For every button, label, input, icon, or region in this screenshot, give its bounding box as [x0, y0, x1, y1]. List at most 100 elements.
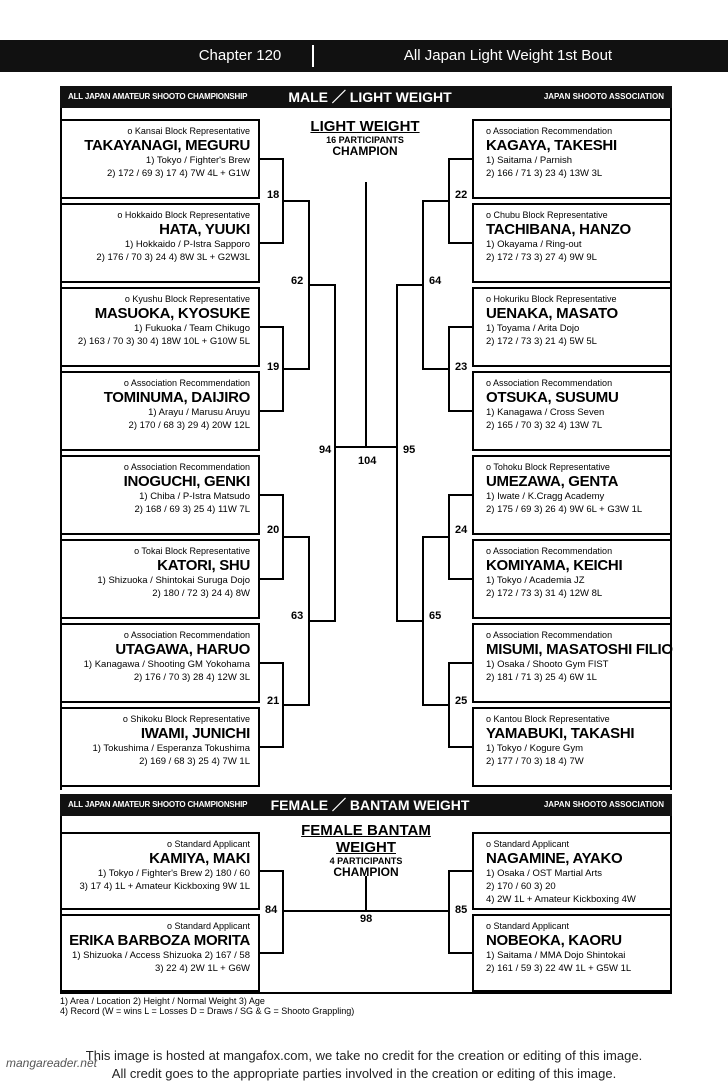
- fighter-location: 1) Tokushima / Esperanza Tokushima: [92, 743, 250, 754]
- fighter-affiliation: o Chubu Block Representative: [486, 210, 608, 220]
- fighter-name: KATORI, SHU: [157, 557, 250, 574]
- fighter-name: ERIKA BARBOZA MORITA: [69, 932, 250, 949]
- bout-number: 64: [428, 275, 443, 288]
- legend-line-2: 4) Record (W = wins L = Losses D = Draws…: [60, 1006, 355, 1016]
- fighter-location: 1) Chiba / P-Istra Matsudo: [139, 491, 250, 502]
- fighter-name: UENAKA, MASATO: [486, 305, 618, 322]
- fighter-affiliation: o Hokkaido Block Representative: [117, 210, 250, 220]
- fighter-location: 1) Shizuoka / Shintokai Suruga Dojo: [97, 575, 250, 586]
- bout-number: 85: [454, 904, 469, 917]
- fighter-box-right-1: o Association Recommendation KAGAYA, TAK…: [472, 119, 672, 199]
- fighter-box-left-3: o Kyushu Block Representative MASUOKA, K…: [60, 287, 260, 367]
- bout-number-final: 104: [357, 455, 378, 468]
- fighter-location: 1) Arayu / Marusu Aruyu: [148, 407, 250, 418]
- female-weight-title-block: FEMALE BANTAM WEIGHT 4 PARTICIPANTS CHAM…: [276, 822, 456, 879]
- male-champion-label: CHAMPION: [332, 144, 398, 158]
- bout-number: 20: [266, 524, 281, 537]
- fighter-box-female-left-2: o Standard Applicant ERIKA BARBOZA MORIT…: [60, 914, 260, 992]
- fighter-stats: 2) 172 / 73 3) 21 4) 5W 5L: [486, 336, 597, 347]
- chapter-title: All Japan Light Weight 1st Bout: [403, 47, 613, 64]
- fighter-stats: 2) 166 / 71 3) 23 4) 13W 3L: [486, 168, 603, 179]
- bout-number: 62: [290, 275, 305, 288]
- fighter-location: 1) Tokyo / Fighter's Brew: [145, 155, 250, 166]
- fighter-box-female-left-1: o Standard Applicant KAMIYA, MAKI 1) Tok…: [60, 832, 260, 910]
- fighter-name: TOMINUMA, DAIJIRO: [103, 389, 251, 406]
- fighter-stats: 3) 22 4) 2W 1L + G6W: [155, 963, 250, 974]
- chapter-label: Chapter 120: [198, 47, 282, 64]
- fighter-name: MASUOKA, KYOSUKE: [94, 305, 251, 322]
- bout-number: 63: [290, 610, 305, 623]
- fighter-stats: 2) 172 / 73 3) 31 4) 12W 8L: [486, 588, 603, 599]
- fighter-affiliation: o Association Recommendation: [486, 378, 613, 388]
- credit-line-2: All credit goes to the appropriate parti…: [111, 1066, 617, 1081]
- fighter-location: 1) Fukuoka / Team Chikugo: [134, 323, 250, 334]
- fighter-name: TAKAYANAGI, MEGURU: [84, 137, 250, 154]
- male-champion-line: [365, 182, 367, 448]
- fighter-location: 1) Hokkaido / P-Istra Sapporo: [124, 239, 250, 250]
- fighter-stats: 2) 176 / 70 3) 28 4) 12W 3L: [133, 672, 250, 683]
- fighter-stats: 2) 163 / 70 3) 30 4) 18W 10L + G10W 5L: [77, 336, 250, 347]
- fighter-stats: 2) 161 / 59 3) 22 4W 1L + G5W 1L: [486, 963, 632, 974]
- fighter-affiliation: o Hokuriku Block Representative: [486, 294, 617, 304]
- site-logo[interactable]: mangareader.net: [6, 1056, 97, 1070]
- fighter-stats: 3) 17 4) 1L + Amateur Kickboxing 9W 1L: [79, 881, 250, 892]
- bout-number: 24: [454, 524, 469, 537]
- fighter-stats: 2) 177 / 70 3) 18 4) 7W: [486, 756, 584, 767]
- fighter-box-right-5: o Tohoku Block Representative UMEZAWA, G…: [472, 455, 672, 535]
- male-bar-right: JAPAN SHOOTO ASSOCIATION: [543, 92, 664, 101]
- fighter-name: KAGAYA, TAKESHI: [486, 137, 617, 154]
- bout-number: 84: [264, 904, 279, 917]
- fighter-box-right-4: o Association Recommendation OTSUKA, SUS…: [472, 371, 672, 451]
- fighter-affiliation: o Kyushu Block Representative: [124, 294, 250, 304]
- fighter-name: NOBEOKA, KAORU: [486, 932, 622, 949]
- fighter-affiliation: o Standard Applicant: [166, 921, 250, 931]
- fighter-box-right-8: o Kantou Block Representative YAMABUKI, …: [472, 707, 672, 787]
- fighter-box-left-2: o Hokkaido Block Representative HATA, YU…: [60, 203, 260, 283]
- female-bar-center: FEMALE ／ BANTAM WEIGHT （-56KG）: [270, 797, 470, 835]
- bout-number-final: 98: [359, 913, 374, 926]
- fighter-name: KAMIYA, MAKI: [149, 850, 250, 867]
- fighter-affiliation: o Shikoku Block Representative: [122, 714, 250, 724]
- fighter-box-female-right-2: o Standard Applicant NOBEOKA, KAORU 1) S…: [472, 914, 672, 992]
- fighter-box-right-2: o Chubu Block Representative TACHIBANA, …: [472, 203, 672, 283]
- fighter-name: UMEZAWA, GENTA: [486, 473, 619, 490]
- fighter-location: 1) Okayama / Ring-out: [486, 239, 582, 250]
- fighter-box-right-6: o Association Recommendation KOMIYAMA, K…: [472, 539, 672, 619]
- fighter-stats: 2) 180 / 72 3) 24 4) 8W: [152, 588, 250, 599]
- fighter-box-female-right-1: o Standard Applicant NAGAMINE, AYAKO 1) …: [472, 832, 672, 910]
- fighter-name: KOMIYAMA, KEICHI: [486, 557, 623, 574]
- fighter-stats: 2) 165 / 70 3) 32 4) 13W 7L: [486, 420, 603, 431]
- fighter-box-left-1: o Kansai Block Representative TAKAYANAGI…: [60, 119, 260, 199]
- fighter-name: TACHIBANA, HANZO: [486, 221, 631, 238]
- bout-number: 65: [428, 610, 443, 623]
- fighter-affiliation: o Standard Applicant: [486, 921, 570, 931]
- male-bar-left: ALL JAPAN AMATEUR SHOOTO CHAMPIONSHIP: [68, 92, 248, 101]
- female-bar-left: ALL JAPAN AMATEUR SHOOTO CHAMPIONSHIP: [68, 800, 248, 809]
- fighter-name: OTSUKA, SUSUMU: [486, 389, 619, 406]
- fighter-stats: 2) 169 / 68 3) 25 4) 7W 1L: [139, 756, 250, 767]
- fighter-affiliation: o Kansai Block Representative: [127, 126, 250, 136]
- fighter-name: HATA, YUUKI: [159, 221, 250, 238]
- fighter-affiliation: o Association Recommendation: [123, 378, 250, 388]
- male-participants: 16 PARTICIPANTS: [326, 135, 404, 145]
- bout-number: 21: [266, 695, 281, 708]
- female-participants: 4 PARTICIPANTS: [329, 856, 403, 866]
- bout-number: 22: [454, 189, 469, 202]
- legend-line-1: 1) Area / Location 2) Height / Normal We…: [60, 996, 265, 1006]
- fighter-affiliation: o Standard Applicant: [166, 839, 250, 849]
- fighter-affiliation: o Association Recommendation: [486, 546, 613, 556]
- fighter-location: 1) Saitama / MMA Dojo Shintokai: [486, 950, 626, 961]
- fighter-location: 1) Osaka / OST Martial Arts: [486, 868, 602, 879]
- bout-number: 94: [318, 444, 333, 457]
- male-weight-title: LIGHT WEIGHT: [310, 118, 420, 135]
- fighter-stats: 2) 176 / 70 3) 24 4) 8W 3L + G2W3L: [96, 252, 250, 263]
- fighter-affiliation: o Standard Applicant: [486, 839, 570, 849]
- fighter-location: 1) Tokyo / Fighter's Brew 2) 180 / 60: [97, 868, 250, 879]
- fighter-affiliation: o Association Recommendation: [123, 630, 250, 640]
- fighter-location: 1) Toyama / Arita Dojo: [486, 323, 580, 334]
- fighter-name: NAGAMINE, AYAKO: [486, 850, 623, 867]
- fighter-location: 1) Shizuoka / Access Shizuoka 2) 167 / 5…: [72, 950, 250, 961]
- fighter-stats: 4) 2W 1L + Amateur Kickboxing 4W: [486, 894, 636, 905]
- fighter-location: 1) Tokyo / Academia JZ: [486, 575, 585, 586]
- fighter-box-left-7: o Association Recommendation UTAGAWA, HA…: [60, 623, 260, 703]
